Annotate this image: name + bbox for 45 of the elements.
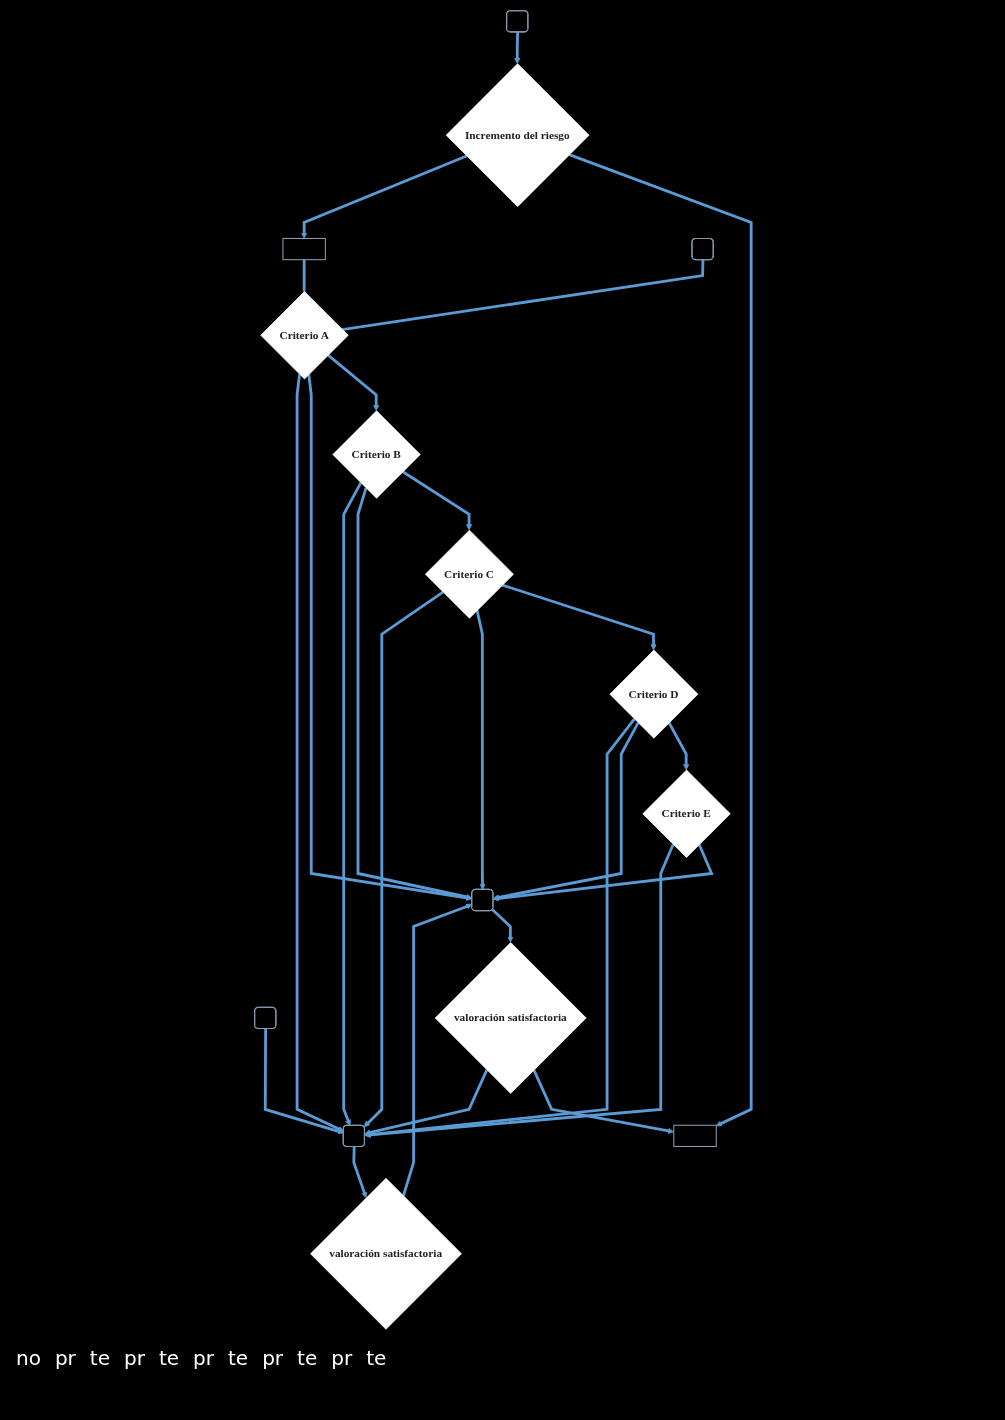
arrow — [401, 903, 472, 1197]
note-text: pr — [331, 1346, 353, 1370]
arrow — [364, 843, 674, 1138]
arrow — [532, 1069, 674, 1134]
arrow — [300, 154, 467, 239]
arrow — [295, 374, 344, 1132]
note-text: te — [297, 1346, 318, 1370]
connector — [341, 260, 704, 331]
arrow — [667, 722, 689, 771]
node-box — [282, 237, 326, 261]
arrow — [401, 470, 472, 531]
arrow — [492, 722, 639, 901]
node-diamond: Criterio E — [642, 769, 731, 858]
node-box — [672, 1124, 717, 1147]
node-diamond: Criterio D — [609, 649, 698, 739]
arrow — [363, 591, 444, 1128]
arrow — [341, 482, 362, 1126]
arrow — [491, 908, 514, 943]
note-text: te — [228, 1346, 249, 1370]
arrow — [352, 1146, 367, 1199]
arrow — [307, 374, 472, 901]
node-diamond: Criterio C — [424, 529, 514, 619]
arrow — [326, 354, 379, 412]
arrow — [513, 32, 520, 64]
note-text: pr — [262, 1346, 284, 1370]
note-text: no — [16, 1346, 41, 1370]
arrow — [501, 583, 657, 651]
connector — [302, 259, 306, 292]
note-text: te — [89, 1346, 110, 1370]
node-diamond: valoración satisfactoria — [434, 942, 587, 1094]
arrow — [568, 153, 753, 1127]
node-diamond: Criterio B — [332, 410, 421, 499]
arrow — [364, 718, 635, 1138]
arrow — [364, 1069, 488, 1136]
node-diamond: Criterio A — [260, 291, 349, 380]
note-text: te — [158, 1346, 180, 1370]
note-text: pr — [124, 1346, 145, 1370]
arrow — [356, 487, 472, 900]
note-text: pr — [54, 1346, 76, 1370]
note-text: pr — [193, 1346, 214, 1370]
note-text: te — [366, 1346, 387, 1370]
node-diamond: Incremento del riesgo — [445, 63, 590, 207]
arrow — [475, 610, 486, 891]
node-diamond: valoración satisfactoria — [309, 1177, 462, 1330]
arrow — [492, 843, 714, 902]
